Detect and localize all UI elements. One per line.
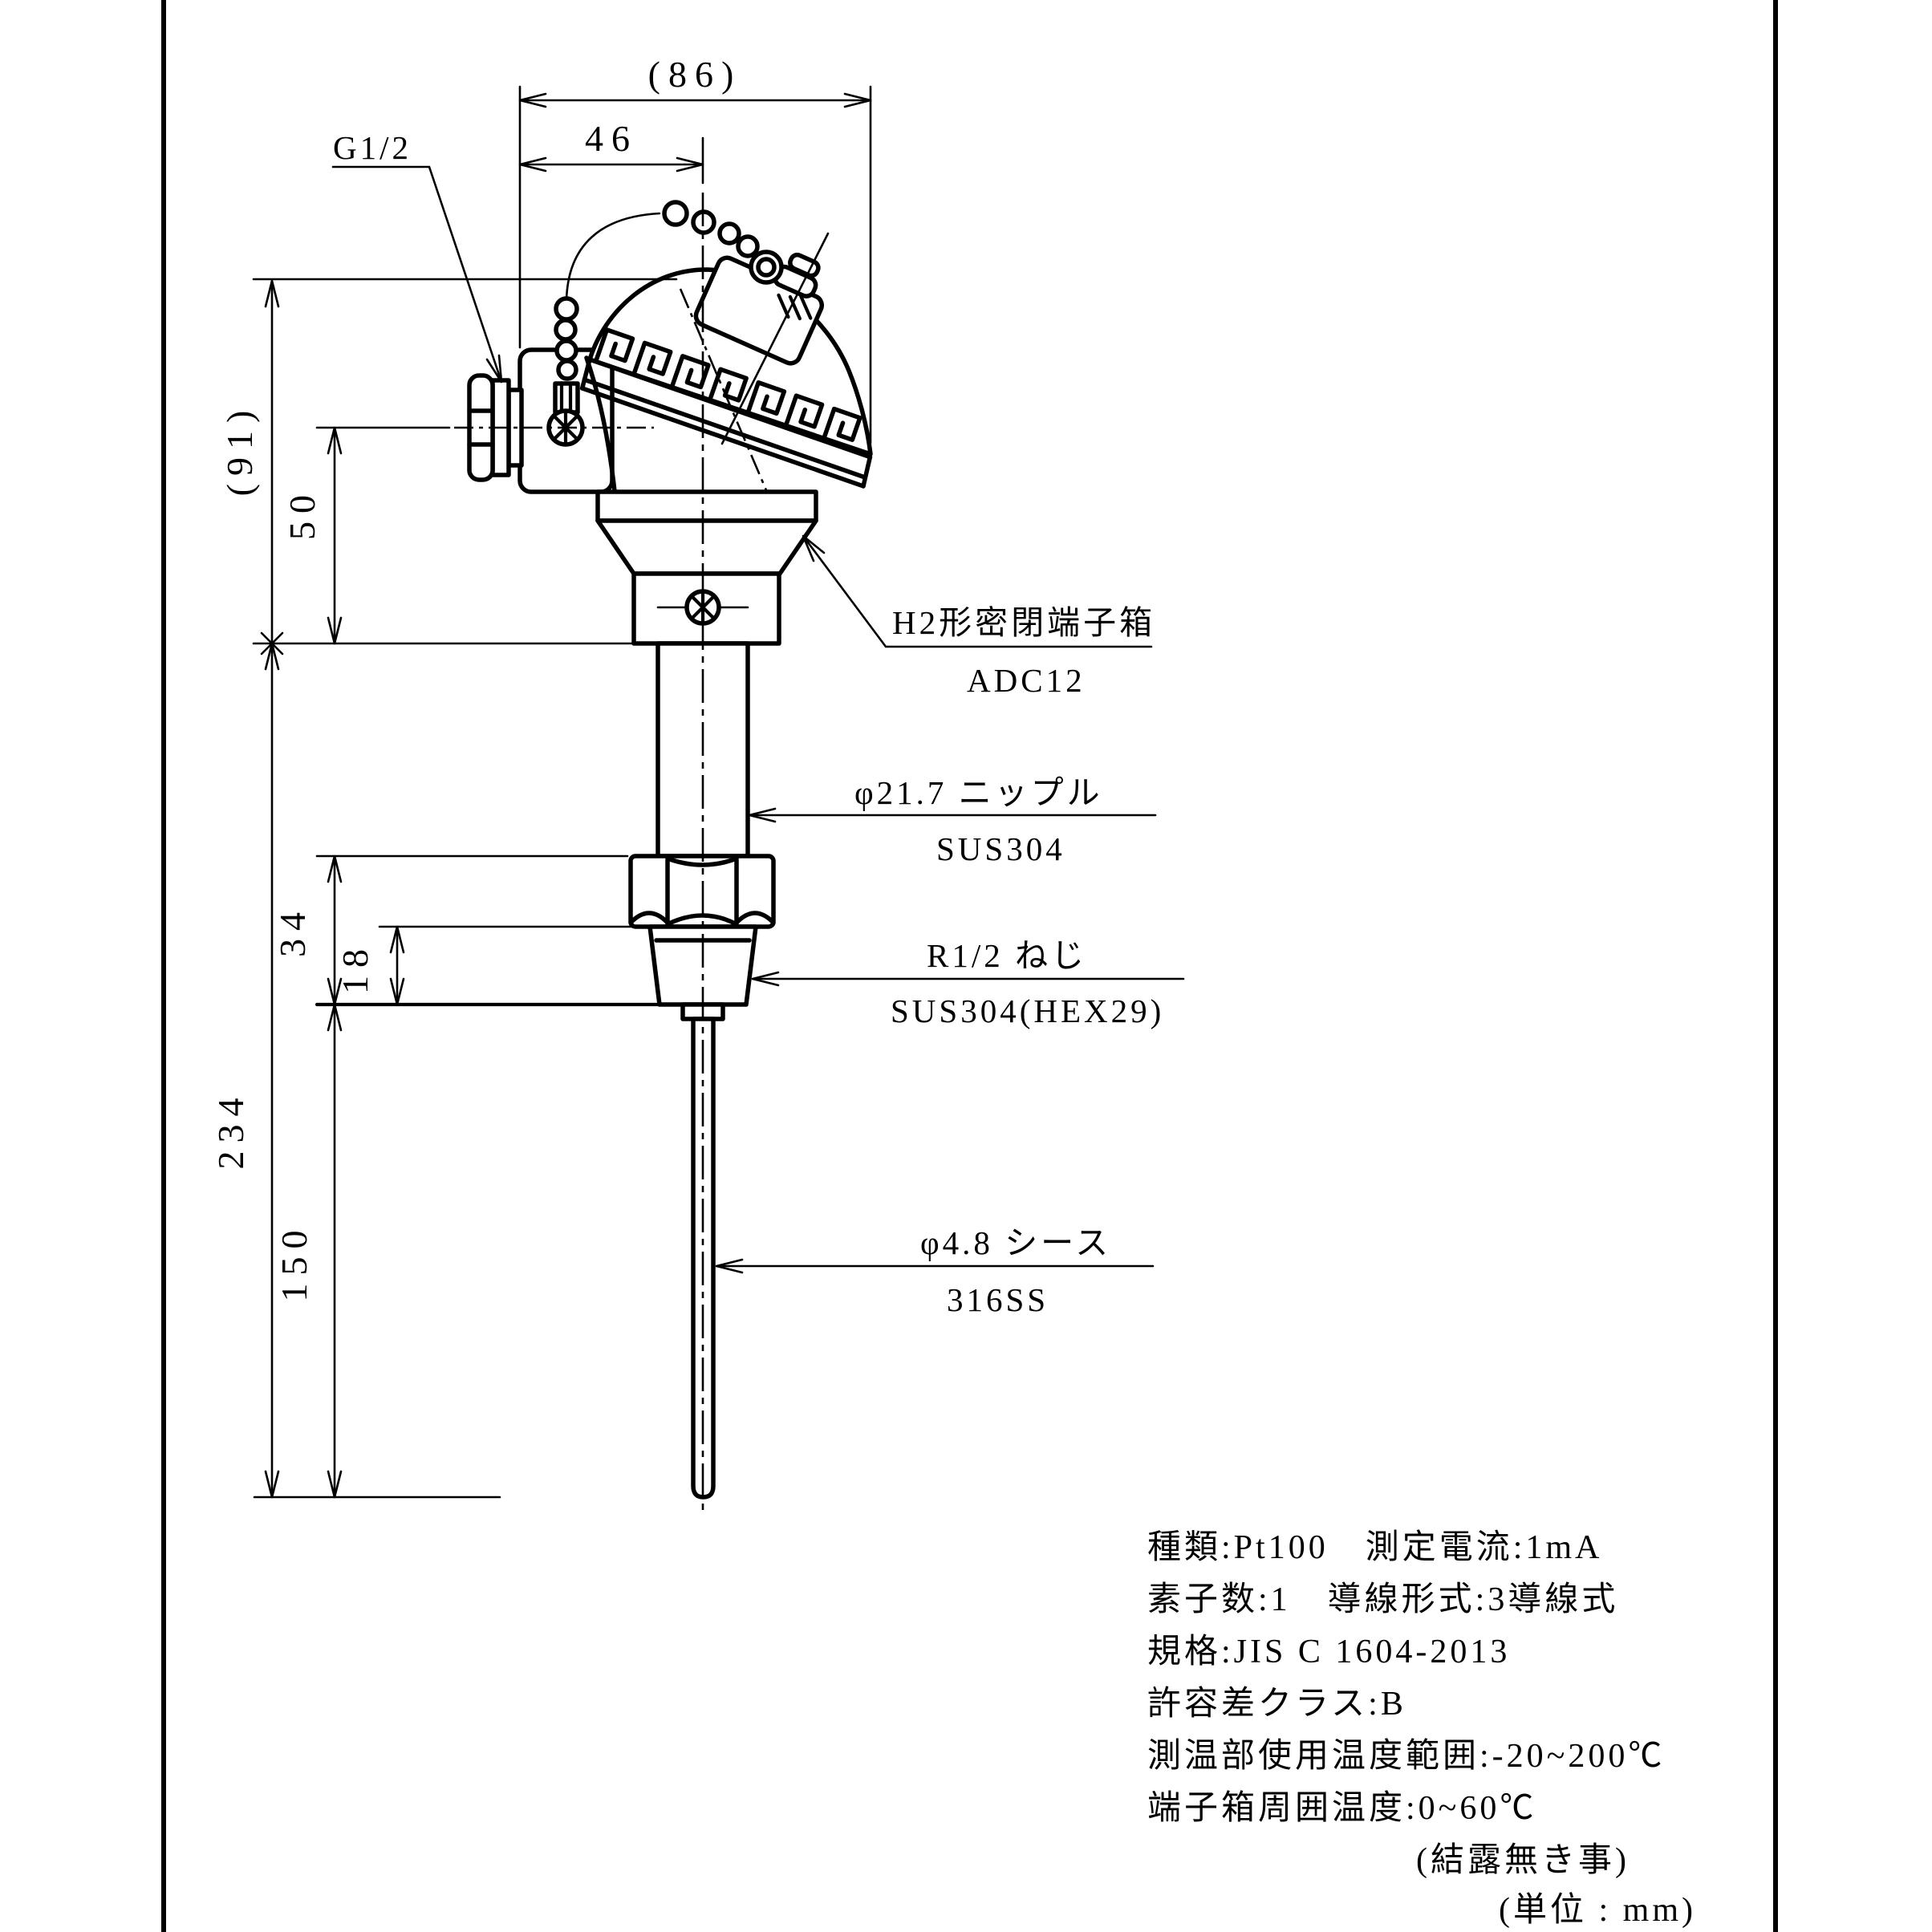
arrowhead: [264, 1470, 280, 1498]
dim-thread-length: 18: [335, 941, 375, 994]
chain-ball: [717, 221, 741, 246]
dim-entry-to-center: 46: [585, 118, 638, 159]
spec-line: 測温部使用温度範囲:-20~200℃: [1147, 1737, 1665, 1775]
leader-labels: G1/2 H2形密閉端子箱 ADC12 φ21.7 ニップル SUS304 R1…: [331, 129, 1185, 1318]
arrowhead: [676, 156, 704, 172]
spec-line: 種類:Pt100 測定電流:1mA: [1147, 1528, 1602, 1566]
chain-ball: [556, 359, 578, 381]
label-sheath-material: 316SS: [947, 1281, 1049, 1318]
spec-text-block: 種類:Pt100 測定電流:1mA 素子数:1 導線形式:3導線式 規格:JIS…: [1147, 1528, 1696, 1929]
arrowhead: [519, 156, 547, 172]
knurl-pattern: [594, 327, 862, 442]
dim-immersion-length: 150: [274, 1223, 315, 1302]
cap-axis-line: [720, 232, 830, 445]
arrowhead: [389, 977, 405, 1005]
spec-line: (結露無き事): [1416, 1842, 1630, 1879]
arrowhead: [264, 643, 280, 671]
spec-line: (単位 : mm): [1499, 1891, 1696, 1929]
label-nipple-material: SUS304: [936, 830, 1065, 867]
arrowhead: [716, 1258, 744, 1274]
dim-center-to-base: 50: [282, 487, 323, 540]
arrowhead: [327, 616, 343, 644]
label-head-material: ADC12: [967, 662, 1086, 699]
cover-skirt-arc: [584, 355, 617, 493]
head-flange: [595, 489, 818, 523]
label-thread-material: SUS304(HEX29): [891, 992, 1164, 1029]
chain-ball: [554, 339, 578, 363]
arrowhead: [327, 1004, 343, 1032]
arrowhead: [485, 354, 503, 383]
leader-head: [802, 534, 1153, 648]
chain-ball: [554, 318, 578, 342]
dimension-annotations: (86) 46 (91) 50 234 34 18: [210, 54, 872, 1499]
arrowhead: [389, 926, 405, 954]
arrowhead: [327, 1470, 343, 1498]
spec-line: 許容差クラス:B: [1147, 1685, 1406, 1723]
arrowhead: [519, 92, 547, 108]
terminal-head: [467, 200, 873, 646]
arrowhead: [749, 807, 777, 823]
tilted-centerline: [679, 288, 770, 497]
label-head-name: H2形密閉端子箱: [892, 604, 1155, 641]
dim-overall-width: (86): [648, 54, 742, 95]
spec-line: 端子箱周囲温度:0~60℃: [1147, 1790, 1536, 1827]
chain-end-ring-inner: [756, 257, 777, 278]
dim-nipple-section: 34: [272, 904, 313, 957]
chain-ball: [662, 200, 689, 227]
chain-ball: [554, 296, 579, 322]
dim-head-height: (91): [219, 403, 260, 497]
label-sheath-name: φ4.8 シース: [920, 1224, 1111, 1261]
head-cone: [595, 518, 818, 576]
leader-g-thread: [331, 165, 503, 384]
frame-borders: [161, 0, 1778, 1932]
chain-wire: [565, 212, 661, 302]
cap-chain: [554, 200, 784, 381]
arrowhead: [802, 534, 826, 562]
chain-ball: [736, 234, 760, 258]
spec-line: 規格:JIS C 1604-2013: [1147, 1634, 1510, 1670]
arrowhead: [264, 280, 280, 308]
arrowhead: [327, 855, 343, 883]
arrowhead: [752, 971, 780, 987]
dim-below-head-total: 234: [210, 1090, 251, 1170]
label-g-thread: G1/2: [333, 129, 412, 166]
arrowhead: [327, 427, 343, 455]
label-thread-name: R1/2 ねじ: [927, 937, 1087, 974]
label-nipple-name: φ21.7 ニップル: [854, 774, 1103, 811]
arrowhead: [843, 92, 871, 108]
cover-knurl-band: [579, 327, 873, 489]
entry-screw: [546, 381, 585, 447]
spec-line: 素子数:1 導線形式:3導線式: [1147, 1581, 1618, 1618]
probe-assembly: [315, 193, 776, 1510]
